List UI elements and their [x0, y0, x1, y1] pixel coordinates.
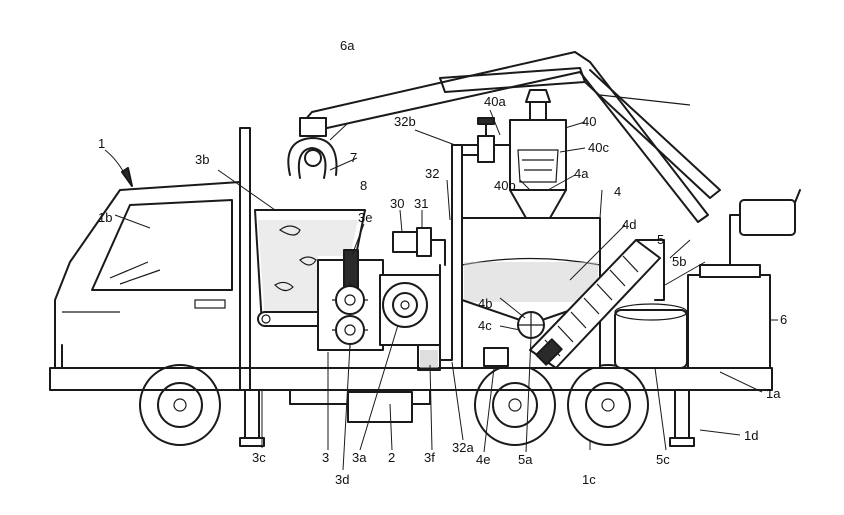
label-40: 40 — [582, 114, 596, 129]
label-1c: 1c — [582, 472, 596, 487]
label-3e: 3e — [358, 210, 372, 225]
label-5b: 5b — [672, 254, 686, 269]
label-5: 5 — [657, 232, 664, 247]
crusher-housing — [317, 249, 441, 371]
crane-base — [687, 189, 801, 369]
label-6a: 6a — [340, 38, 355, 53]
outriggers — [239, 389, 695, 447]
reference-labels: 1 1b 3b 6a 7 8 3e 30 31 32 32b 40a 40 40… — [98, 38, 787, 487]
label-32b: 32b — [394, 114, 416, 129]
label-8: 8 — [360, 178, 367, 193]
label-1d: 1d — [744, 428, 758, 443]
engine-block — [347, 391, 413, 423]
label-40a: 40a — [484, 94, 506, 109]
label-1b: 1b — [98, 210, 112, 225]
air-pipes — [439, 117, 511, 361]
label-40c: 40c — [588, 140, 609, 155]
label-4b: 4b — [478, 296, 492, 311]
label-40b: 40b — [494, 178, 516, 193]
label-4e: 4e — [476, 452, 490, 467]
label-1: 1 — [98, 136, 105, 151]
collection-bag — [614, 303, 688, 369]
label-2: 2 — [388, 450, 395, 465]
label-4d: 4d — [622, 217, 636, 232]
label-3b: 3b — [195, 152, 209, 167]
label-5c: 5c — [656, 452, 670, 467]
label-5a: 5a — [518, 452, 533, 467]
label-30: 30 — [390, 196, 404, 211]
grapple — [287, 117, 338, 179]
label-31: 31 — [414, 196, 428, 211]
label-3: 3 — [322, 450, 329, 465]
label-4c: 4c — [478, 318, 492, 333]
crane-boom — [304, 51, 721, 223]
label-3c: 3c — [252, 450, 266, 465]
label-32a: 32a — [452, 440, 474, 455]
label-3f: 3f — [424, 450, 435, 465]
label-32: 32 — [425, 166, 439, 181]
leader-lines — [114, 109, 778, 471]
label-7: 7 — [350, 150, 357, 165]
fan-unit — [392, 227, 446, 266]
label-3a: 3a — [352, 450, 367, 465]
label-4a: 4a — [574, 166, 589, 181]
label-1a: 1a — [766, 386, 781, 401]
label-4: 4 — [614, 184, 621, 199]
rear-wheel-2 — [567, 364, 649, 446]
cyclone-separator — [509, 89, 567, 229]
truck-cab — [54, 181, 241, 369]
rear-wheel-1 — [474, 364, 556, 446]
screw-conveyor — [529, 239, 665, 369]
front-wheel — [139, 364, 221, 446]
label-3d: 3d — [335, 472, 349, 487]
label-6: 6 — [780, 312, 787, 327]
